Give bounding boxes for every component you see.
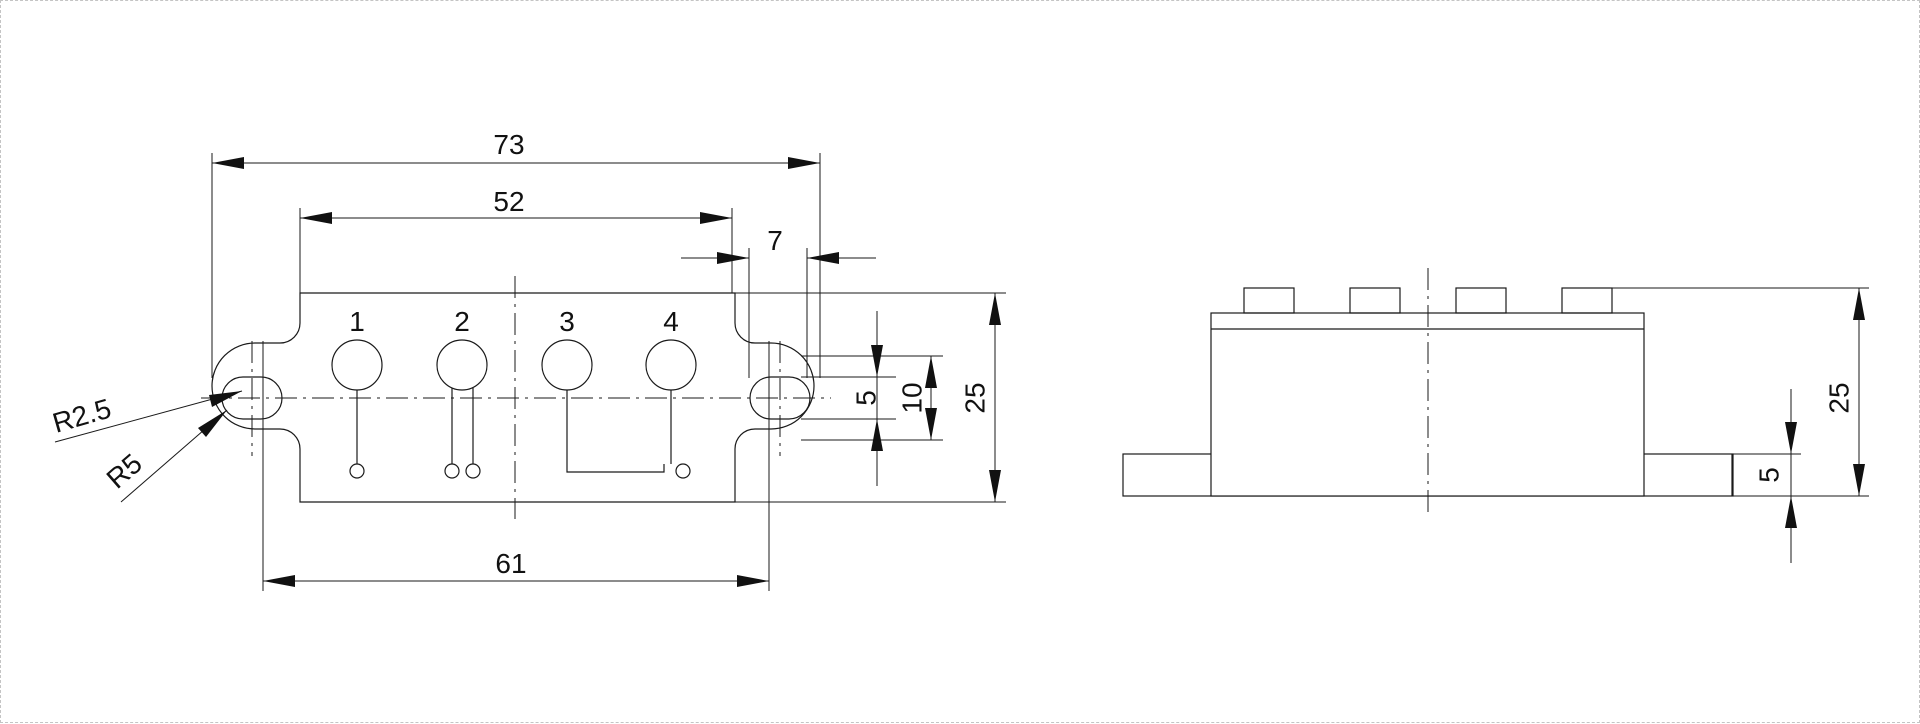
dim-body-height: 25: [959, 382, 990, 413]
pin-label-2: 2: [454, 306, 470, 337]
dim-slot-length: 5: [850, 390, 881, 406]
terminal-3: [541, 339, 665, 473]
side-terminal-4: [1561, 287, 1613, 314]
pin-label-4: 4: [663, 306, 679, 337]
dim-flange-thickness: 5: [1753, 467, 1784, 483]
terminal-2: [436, 339, 488, 479]
dim-hole-spacing: 61: [495, 548, 526, 579]
top-view: 1 2 3 4 73 52: [49, 129, 1006, 591]
side-terminal-1: [1243, 287, 1295, 314]
dim-body-length: 52: [493, 186, 524, 217]
side-view: 25 5: [1122, 268, 1869, 563]
dim-overall-length: 73: [493, 129, 524, 160]
terminal-4: [645, 339, 697, 479]
dim-overall-height: 25: [1823, 382, 1854, 413]
terminal-1: [331, 339, 383, 479]
dim-flange-width: 7: [767, 225, 783, 256]
pin-label-3: 3: [559, 306, 575, 337]
side-terminal-3: [1455, 287, 1507, 314]
pin-label-1: 1: [349, 306, 365, 337]
side-terminal-2: [1349, 287, 1401, 314]
dim-inner-radius: R2.5: [49, 393, 114, 439]
dim-outer-radius: R5: [101, 448, 148, 495]
dim-slot-outer: 10: [896, 382, 927, 413]
